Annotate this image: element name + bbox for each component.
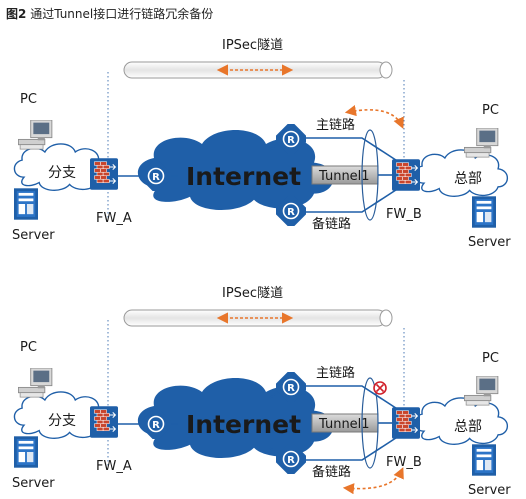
fw-a-label: FW_A — [96, 211, 132, 226]
figure-title: 通过Tunnel接口进行链路冗余备份 — [30, 7, 214, 21]
hq-cloud — [413, 397, 509, 445]
fw-b-label: FW_B — [386, 455, 422, 470]
tunnel-interface-label: Tunnel1 — [318, 417, 370, 432]
right-pc-label: PC — [482, 103, 499, 118]
left-pc-icon — [18, 368, 53, 398]
main-link-label: 主链路 — [316, 365, 355, 381]
main-link-line — [302, 385, 403, 413]
fw-b-label: FW_B — [386, 207, 422, 222]
backup-link-line — [302, 185, 403, 213]
ipsec-tunnel-tube — [123, 61, 393, 79]
left-pc-icon — [18, 120, 53, 150]
tunnel-group-ellipse — [361, 129, 379, 221]
tunnel-interface-label: Tunnel1 — [318, 169, 370, 184]
branch-label: 分支 — [48, 413, 76, 429]
figure-caption: 图2 通过Tunnel接口进行链路冗余备份 — [6, 5, 213, 22]
hq-cloud — [413, 149, 509, 197]
backup-link-label: 备链路 — [312, 464, 351, 480]
hq-label: 总部 — [454, 419, 482, 435]
left-server-label: Server — [12, 476, 55, 491]
right-server-label: Server — [468, 235, 511, 250]
right-pc-label: PC — [482, 351, 499, 366]
main-link-line — [302, 137, 403, 165]
backup-link-label: 备链路 — [312, 216, 351, 232]
left-server-icon — [14, 188, 38, 220]
fw-b-firewall-icon — [392, 159, 420, 191]
fw-a-firewall-icon — [90, 158, 118, 190]
active-path-arrow — [342, 467, 404, 495]
left-pc-label: PC — [20, 340, 37, 355]
main-link-label: 主链路 — [316, 117, 355, 133]
ipsec-tunnel-tube — [123, 309, 393, 327]
right-server-label: Server — [468, 483, 511, 498]
active-path-arrow — [344, 105, 404, 129]
backup-link-line — [302, 433, 403, 461]
fw-a-label: FW_A — [96, 459, 132, 474]
right-pc-icon — [464, 376, 499, 406]
left-server-label: Server — [12, 228, 55, 243]
internet-label: Internet — [186, 162, 301, 191]
left-pc-label: PC — [20, 92, 37, 107]
tunnel-label: IPSec隧道 — [222, 285, 283, 301]
right-server-icon — [472, 444, 496, 476]
internet-label: Internet — [186, 410, 301, 439]
link-failure-icon — [373, 381, 387, 395]
right-pc-icon — [464, 128, 499, 158]
branch-label: 分支 — [48, 165, 76, 181]
hq-label: 总部 — [454, 171, 482, 187]
fw-a-firewall-icon — [90, 406, 118, 438]
left-server-icon — [14, 436, 38, 468]
figure-number: 图2 — [6, 7, 27, 21]
fw-b-firewall-icon — [392, 407, 420, 439]
right-server-icon — [472, 196, 496, 228]
tunnel-label: IPSec隧道 — [222, 37, 283, 53]
